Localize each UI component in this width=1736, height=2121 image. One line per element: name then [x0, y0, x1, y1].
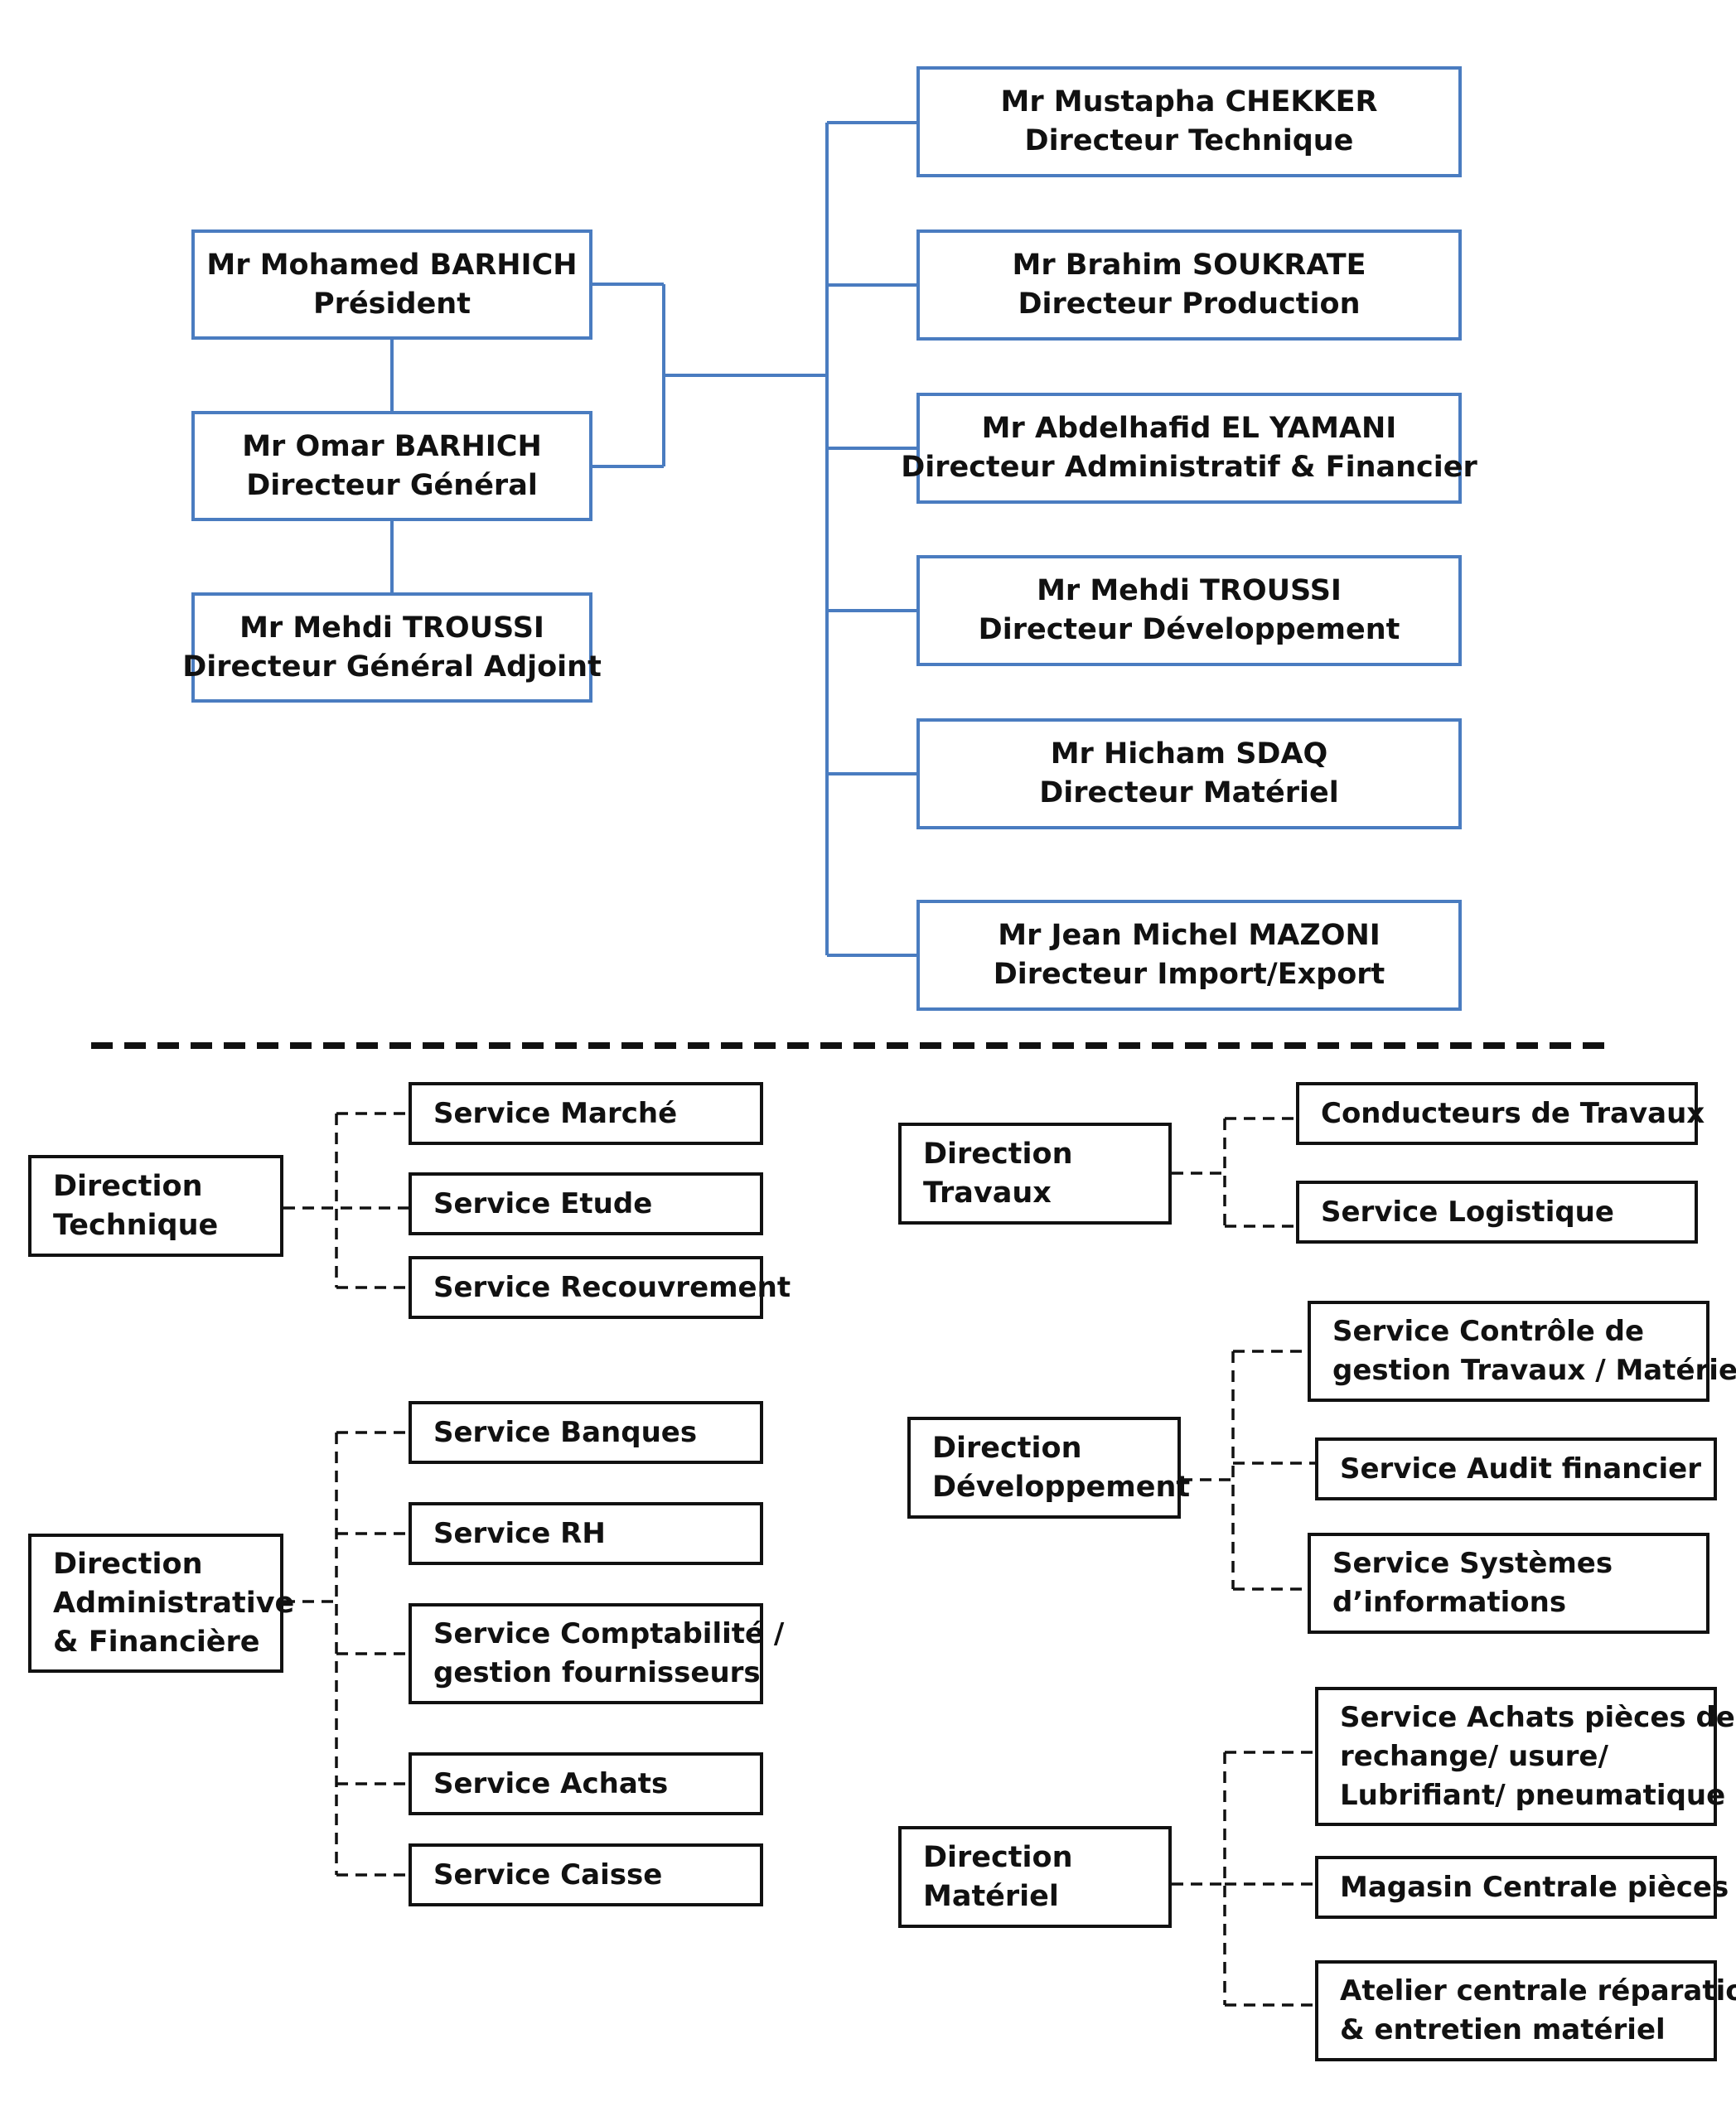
director-box-technique: Mr Mustapha CHEKKER Directeur Technique [916, 66, 1462, 177]
general-director-name: Mr Omar BARHICH [242, 429, 542, 463]
director-role: Directeur Production [1018, 287, 1361, 321]
direction-title-line: Direction [932, 1431, 1082, 1465]
service-marche-box: Service Marché [409, 1082, 763, 1145]
service-label: Service Comptabilité / [433, 1617, 785, 1650]
service-etude-box: Service Etude [409, 1172, 763, 1235]
service-achats-pieces-box: Service Achats pièces de rechange/ usure… [1315, 1687, 1735, 1826]
service-audit-box: Service Audit financier [1315, 1437, 1717, 1500]
service-label: Service Marché [433, 1096, 678, 1130]
direction-developpement-box: Direction Développement [907, 1417, 1191, 1519]
conducteurs-travaux-box: Conducteurs de Travaux [1296, 1082, 1705, 1145]
director-name: Mr Brahim SOUKRATE [1012, 249, 1366, 282]
service-banques-box: Service Banques [409, 1401, 763, 1464]
service-label: Service Achats [433, 1766, 669, 1800]
direction-title-line: Technique [53, 1208, 219, 1242]
director-box-materiel: Mr Hicham SDAQ Directeur Matériel [916, 718, 1462, 829]
service-label: Service Contrôle de [1332, 1315, 1645, 1348]
director-role: Directeur Import/Export [993, 958, 1385, 991]
service-label: Service Recouvrement [433, 1270, 791, 1304]
service-comptabilite-box: Service Comptabilité / gestion fournisse… [409, 1603, 785, 1704]
service-label: rechange/ usure/ [1340, 1739, 1608, 1773]
director-role: Directeur Technique [1024, 124, 1354, 157]
direction-title-line: Travaux [923, 1176, 1052, 1210]
service-label: Atelier centrale réparation [1340, 1974, 1736, 2007]
director-role: Directeur Administratif & Financier [901, 451, 1477, 484]
service-systemes-box: Service Systèmes d’informations [1308, 1533, 1709, 1634]
direction-title-line: Matériel [923, 1879, 1059, 1913]
service-recouvrement-box: Service Recouvrement [409, 1256, 791, 1319]
service-label: gestion Travaux / Matériel [1332, 1354, 1736, 1387]
direction-travaux-box: Direction Travaux [898, 1123, 1172, 1225]
director-name: Mr Abdelhafid EL YAMANI [981, 412, 1397, 445]
service-label: Service Caisse [433, 1858, 663, 1892]
general-director-role: Directeur Général [246, 468, 538, 502]
service-controle-gestion-box: Service Contrôle de gestion Travaux / Ma… [1308, 1301, 1736, 1402]
service-label: d’informations [1332, 1586, 1567, 1619]
direction-title-line: Administrative [53, 1586, 295, 1620]
director-name: Mr Jean Michel MAZONI [998, 919, 1381, 952]
service-label: gestion fournisseurs [433, 1656, 761, 1689]
service-label: Service Logistique [1321, 1195, 1614, 1229]
direction-materiel-box: Direction Matériel [898, 1826, 1172, 1928]
direction-title-line: Direction [53, 1169, 203, 1203]
service-label: Service RH [433, 1516, 606, 1550]
director-name: Mr Hicham SDAQ [1050, 737, 1328, 771]
director-box-production: Mr Brahim SOUKRATE Directeur Production [916, 229, 1462, 341]
direction-technique-box: Direction Technique [28, 1155, 283, 1257]
president-role: Président [313, 287, 471, 321]
direction-title-line: & Financière [53, 1625, 260, 1659]
director-role: Directeur Développement [978, 613, 1400, 646]
service-label: Service Systèmes [1332, 1547, 1613, 1580]
director-box-developpement: Mr Mehdi TROUSSI Directeur Développement [916, 555, 1462, 666]
service-logistique-box: Service Logistique [1296, 1181, 1698, 1244]
director-box-admin-financier: Mr Abdelhafid EL YAMANI Directeur Admini… [901, 393, 1477, 504]
service-label: Magasin Centrale pièces [1340, 1870, 1729, 1904]
deputy-director-role: Directeur Général Adjoint [182, 650, 602, 684]
director-name: Mr Mustapha CHEKKER [1000, 85, 1378, 118]
service-label: Service Achats pièces de [1340, 1700, 1735, 1734]
service-label: Service Etude [433, 1186, 653, 1220]
service-label: Lubrifiant/ pneumatique [1340, 1778, 1726, 1812]
service-rh-box: Service RH [409, 1502, 763, 1565]
direction-title-line: Direction [923, 1840, 1073, 1874]
service-caisse-box: Service Caisse [409, 1843, 763, 1906]
service-label: Conducteurs de Travaux [1321, 1096, 1705, 1130]
service-label: Service Banques [433, 1415, 698, 1449]
atelier-centrale-box: Atelier centrale réparation & entretien … [1315, 1960, 1736, 2061]
service-label: Service Audit financier [1340, 1452, 1701, 1486]
president-name: Mr Mohamed BARHICH [206, 248, 578, 282]
director-name: Mr Mehdi TROUSSI [1037, 574, 1342, 607]
deputy-director-name: Mr Mehdi TROUSSI [239, 611, 544, 645]
direction-title-line: Direction [923, 1137, 1073, 1171]
direction-title-line: Développement [932, 1470, 1191, 1504]
director-role: Directeur Matériel [1039, 776, 1339, 809]
general-director-box: Mr Omar BARHICH Directeur Général [191, 411, 592, 521]
direction-admin-box: Direction Administrative & Financière [28, 1534, 295, 1673]
service-label: & entretien matériel [1340, 2013, 1666, 2046]
magasin-centrale-box: Magasin Centrale pièces [1315, 1856, 1729, 1919]
service-achats-box: Service Achats [409, 1752, 763, 1815]
direction-title-line: Direction [53, 1547, 203, 1581]
director-box-import-export: Mr Jean Michel MAZONI Directeur Import/E… [916, 900, 1462, 1011]
deputy-director-box: Mr Mehdi TROUSSI Directeur Général Adjoi… [182, 592, 602, 703]
president-box: Mr Mohamed BARHICH Président [191, 229, 592, 340]
